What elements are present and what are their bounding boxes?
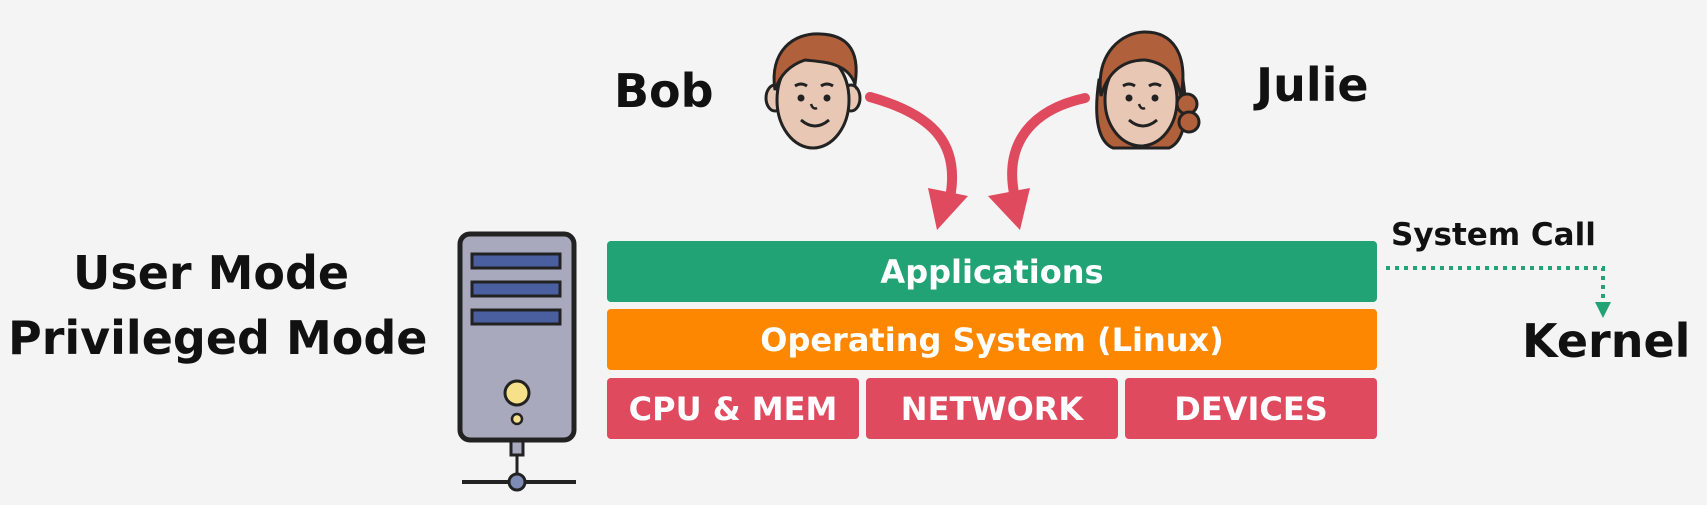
arrow-icon <box>988 93 1090 230</box>
hardware-devices-block: DEVICES <box>1125 378 1377 439</box>
devices-label: DEVICES <box>1174 389 1328 428</box>
hardware-cpu-mem-block: CPU & MEM <box>607 378 859 439</box>
cpu-mem-label: CPU & MEM <box>628 389 838 428</box>
privileged-mode-label: Privileged Mode <box>8 311 428 365</box>
system-call-label: System Call <box>1391 217 1596 253</box>
user-mode-label: User Mode <box>73 246 350 300</box>
operating-system-label: Operating System (Linux) <box>760 320 1224 359</box>
person-bob-icon <box>764 32 862 150</box>
bob-label: Bob <box>614 64 714 118</box>
julie-label: Julie <box>1256 58 1369 112</box>
server-tower-icon <box>457 231 577 492</box>
applications-label: Applications <box>880 252 1104 291</box>
arrow-icon <box>865 92 968 230</box>
kernel-label: Kernel <box>1522 314 1691 368</box>
dotted-arrow-icon <box>1386 266 1611 318</box>
network-label: NETWORK <box>900 389 1084 428</box>
applications-layer: Applications <box>607 241 1377 302</box>
operating-system-layer: Operating System (Linux) <box>607 309 1377 370</box>
person-julie-icon <box>1095 30 1201 150</box>
hardware-network-block: NETWORK <box>866 378 1118 439</box>
